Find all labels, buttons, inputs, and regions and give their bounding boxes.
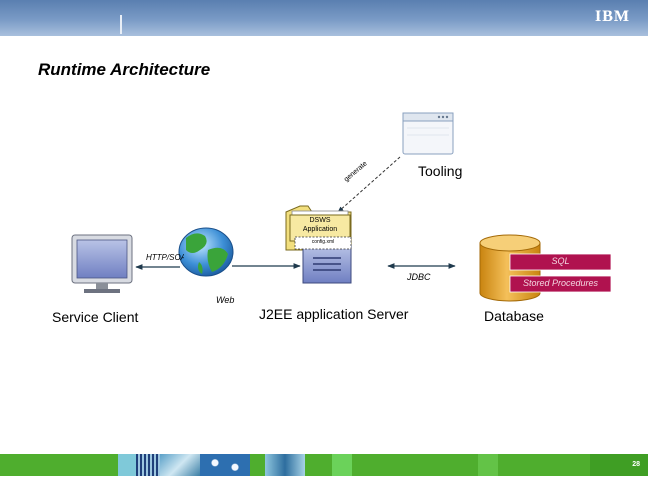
- sql-bar: [509, 253, 612, 271]
- page-number: 28: [632, 461, 640, 468]
- database-label: Database: [484, 308, 544, 324]
- protocol-label: HTTP/SOAP: [146, 253, 184, 262]
- web-label: Web: [216, 295, 235, 305]
- generate-arrow: [337, 156, 401, 213]
- app-label-line1: DSWS: [309, 217, 331, 224]
- application-server-icon: [302, 244, 352, 284]
- jdbc-label: JDBC: [407, 272, 431, 282]
- computer-monitor-icon: [71, 234, 133, 293]
- header-bar: IBM: [0, 0, 648, 36]
- stored-procedures-bar: [509, 275, 612, 293]
- footer-bar: [0, 454, 648, 476]
- stored-procedures-label: Stored Procedures: [522, 278, 599, 288]
- config-label: config.xml: [311, 239, 335, 245]
- service-client-label: Service Client: [52, 309, 139, 325]
- sql-label: SQL: [551, 256, 570, 266]
- tooling-label: Tooling: [418, 163, 463, 179]
- header-divider: [120, 15, 122, 34]
- tooling-window-icon: [402, 112, 454, 155]
- server-label: J2EE application Server: [259, 306, 409, 322]
- ibm-logo: IBM: [595, 8, 630, 25]
- slide-title: Runtime Architecture: [38, 60, 211, 79]
- globe-icon: [178, 227, 234, 277]
- config-file-box: [294, 236, 352, 250]
- app-label-line2: Application: [302, 226, 338, 233]
